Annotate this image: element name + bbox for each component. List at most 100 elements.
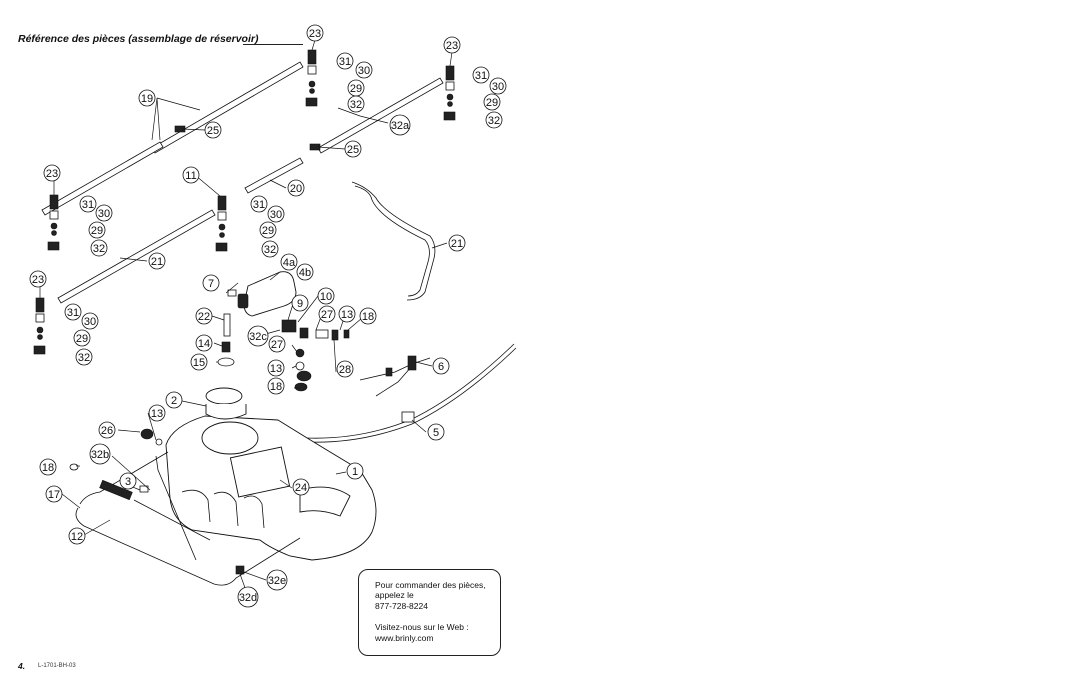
callout-23: 23 xyxy=(443,36,461,54)
svg-text:23: 23 xyxy=(446,40,458,52)
svg-text:12: 12 xyxy=(71,531,83,543)
valve-assembly xyxy=(281,319,350,392)
svg-text:14: 14 xyxy=(198,338,210,350)
callout-32c: 32c xyxy=(247,325,269,347)
callout-29: 29 xyxy=(483,93,501,111)
svg-text:31: 31 xyxy=(253,199,265,211)
svg-text:32: 32 xyxy=(93,243,105,255)
svg-text:32a: 32a xyxy=(391,120,410,132)
svg-text:17: 17 xyxy=(48,489,60,501)
callout-30: 30 xyxy=(489,77,507,95)
svg-text:32: 32 xyxy=(78,352,90,364)
order-text: appelez le xyxy=(375,590,414,601)
svg-text:31: 31 xyxy=(82,199,94,211)
nozzle-stack-lower-left xyxy=(33,297,46,355)
tank-body xyxy=(165,415,377,561)
svg-text:23: 23 xyxy=(309,28,321,40)
callout-32b: 32b xyxy=(89,443,111,465)
callout-25: 25 xyxy=(204,121,222,139)
nozzle-stack-top-center xyxy=(305,49,318,107)
phone-number: 877-728-8224 xyxy=(375,600,428,611)
callout-27: 27 xyxy=(318,305,336,323)
callout-2: 2 xyxy=(165,391,183,409)
svg-text:7: 7 xyxy=(208,278,214,290)
svg-text:13: 13 xyxy=(341,309,353,321)
svg-text:23: 23 xyxy=(46,168,58,180)
svg-text:32c: 32c xyxy=(249,331,267,343)
svg-text:30: 30 xyxy=(270,209,282,221)
svg-text:31: 31 xyxy=(339,56,351,68)
order-info-box: Pour commander des pièces, appelez le 87… xyxy=(358,569,501,656)
svg-text:13: 13 xyxy=(151,408,163,420)
svg-text:28: 28 xyxy=(339,364,351,376)
callout-4a: 4a xyxy=(280,253,298,271)
callout-28: 28 xyxy=(336,360,354,378)
callout-31: 31 xyxy=(64,303,82,321)
svg-text:29: 29 xyxy=(91,225,103,237)
website: www.brinly.com xyxy=(375,632,434,643)
callout-30: 30 xyxy=(267,205,285,223)
callout-26: 26 xyxy=(98,421,116,439)
callout-11: 11 xyxy=(182,166,200,184)
svg-text:21: 21 xyxy=(451,238,463,250)
svg-text:30: 30 xyxy=(84,316,96,328)
callout-32: 32 xyxy=(485,111,503,129)
callout-29: 29 xyxy=(259,221,277,239)
svg-text:15: 15 xyxy=(193,357,205,369)
svg-text:18: 18 xyxy=(362,311,374,323)
boom-pipe-32a xyxy=(317,77,444,154)
tank-lid-2 xyxy=(205,387,247,420)
callout-29: 29 xyxy=(88,221,106,239)
svg-text:18: 18 xyxy=(270,381,282,393)
callout-24: 24 xyxy=(292,478,310,496)
nozzle-stack-top-right xyxy=(443,65,456,121)
callout-32a: 32a xyxy=(389,114,411,136)
svg-text:27: 27 xyxy=(271,339,283,351)
callout-21: 21 xyxy=(148,252,166,270)
callout-4b: 4b xyxy=(296,263,314,281)
leader-lines xyxy=(39,39,453,597)
svg-text:30: 30 xyxy=(98,208,110,220)
svg-text:4a: 4a xyxy=(283,257,296,269)
svg-text:32e: 32e xyxy=(268,575,286,587)
svg-text:26: 26 xyxy=(101,425,113,437)
svg-text:32: 32 xyxy=(264,244,276,256)
callout-31: 31 xyxy=(472,66,490,84)
svg-text:18: 18 xyxy=(42,462,54,474)
page-number: 4. xyxy=(18,661,26,671)
svg-text:29: 29 xyxy=(76,333,88,345)
svg-text:3: 3 xyxy=(125,476,131,488)
callout-30: 30 xyxy=(81,312,99,330)
svg-text:4b: 4b xyxy=(299,267,311,279)
callout-20: 20 xyxy=(287,179,305,197)
callout-25: 25 xyxy=(344,140,362,158)
callout-12: 12 xyxy=(68,527,86,545)
callout-32: 32 xyxy=(261,240,279,258)
callout-23: 23 xyxy=(306,24,324,42)
callout-31: 31 xyxy=(336,52,354,70)
callout-10: 10 xyxy=(317,287,335,305)
callout-1: 1 xyxy=(346,462,364,480)
svg-text:32d: 32d xyxy=(239,592,257,604)
svg-text:32: 32 xyxy=(350,99,362,111)
pump-fittings xyxy=(217,313,235,367)
callout-9: 9 xyxy=(291,294,309,312)
svg-text:25: 25 xyxy=(347,144,359,156)
callout-31: 31 xyxy=(79,195,97,213)
callout-13: 13 xyxy=(148,404,166,422)
svg-text:31: 31 xyxy=(67,307,79,319)
svg-text:9: 9 xyxy=(297,298,303,310)
cable-5 xyxy=(305,343,517,443)
svg-text:24: 24 xyxy=(295,482,307,494)
svg-text:23: 23 xyxy=(32,274,44,286)
nozzle-stack-mid-center xyxy=(215,195,228,252)
boom-pipe-19 xyxy=(41,61,304,216)
svg-text:2: 2 xyxy=(171,395,177,407)
svg-text:32: 32 xyxy=(488,115,500,127)
svg-text:29: 29 xyxy=(262,225,274,237)
callout-29: 29 xyxy=(73,329,91,347)
svg-text:25: 25 xyxy=(207,125,219,137)
callout-14: 14 xyxy=(195,334,213,352)
hose-21 xyxy=(351,181,436,301)
